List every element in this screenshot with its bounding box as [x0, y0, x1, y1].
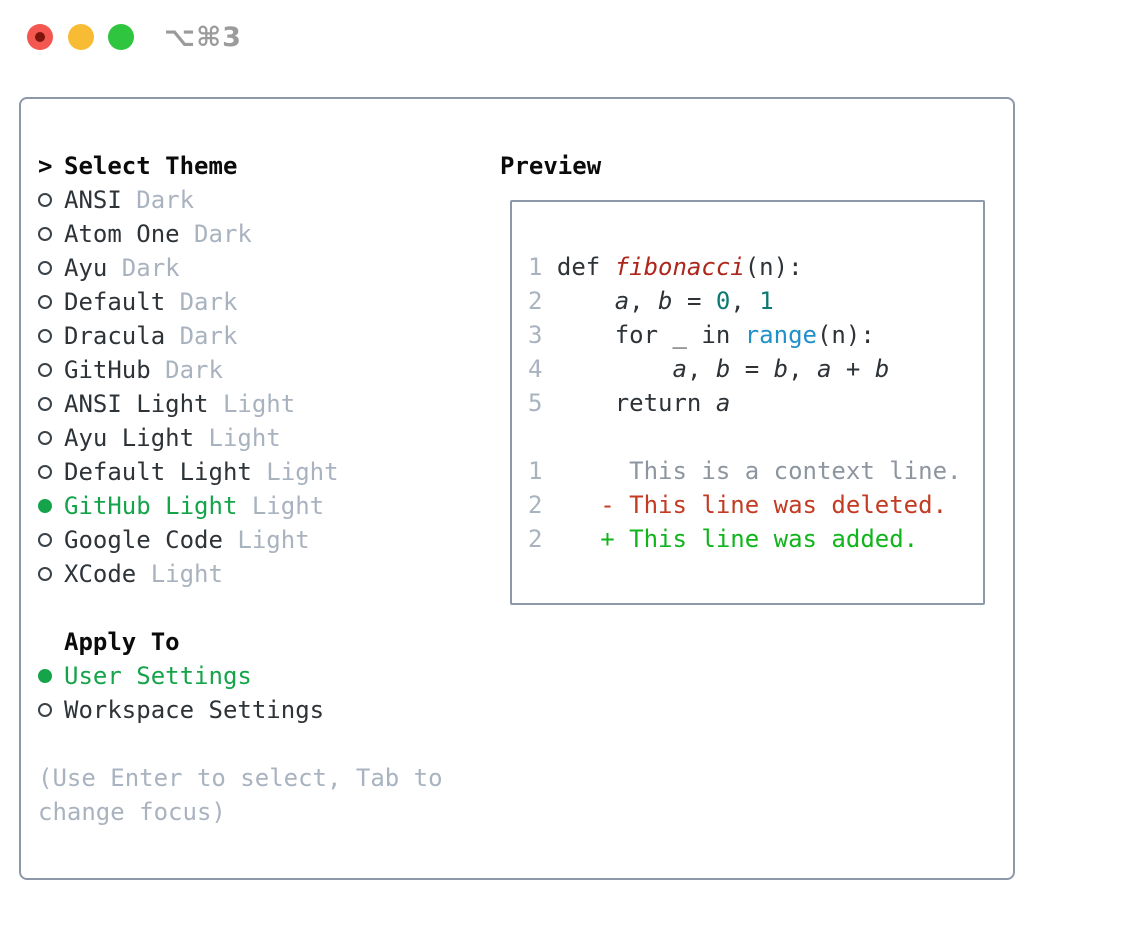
option-label: Default	[64, 288, 166, 316]
radio-unselected-icon	[38, 431, 52, 445]
radio-unselected-icon	[38, 329, 52, 343]
theme-option-default[interactable]: Default Dark	[38, 285, 500, 319]
option-label: ANSI Light	[64, 390, 209, 418]
option-label: User Settings	[64, 662, 252, 690]
option-variant-label: Dark	[107, 254, 180, 282]
option-variant-label: Dark	[150, 356, 223, 384]
option-variant-label: Light	[222, 526, 310, 554]
radio-unselected-icon	[38, 533, 52, 547]
option-variant-label: Dark	[121, 186, 195, 214]
theme-option-atom-one[interactable]: Atom One Dark	[38, 217, 500, 251]
line-number: 2	[528, 525, 543, 553]
code-line: 5 return a	[528, 386, 983, 420]
close-button-icon[interactable]	[27, 24, 53, 50]
theme-option-github-light[interactable]: GitHub Light Light	[38, 489, 500, 523]
option-label: Dracula	[64, 322, 166, 350]
spacer	[38, 727, 500, 761]
maximize-button-icon[interactable]	[108, 24, 134, 50]
option-variant-label: Dark	[165, 322, 238, 350]
theme-option-github[interactable]: GitHub Dark	[38, 353, 500, 387]
line-number: 3	[528, 321, 543, 349]
theme-option-google-code[interactable]: Google Code Light	[38, 523, 500, 557]
radio-unselected-icon	[38, 703, 52, 717]
theme-option-ayu[interactable]: Ayu Dark	[38, 251, 500, 285]
radio-unselected-icon	[38, 193, 52, 207]
radio-unselected-icon	[38, 363, 52, 377]
preview-title: Preview	[500, 152, 602, 180]
option-label: Google Code	[64, 526, 223, 554]
minimize-button-icon[interactable]	[68, 24, 94, 50]
spacer	[38, 591, 500, 625]
theme-option-xcode[interactable]: XCode Light	[38, 557, 500, 591]
option-label: XCode	[64, 560, 137, 588]
line-number: 5	[528, 389, 543, 417]
theme-option-default-light[interactable]: Default Light Light	[38, 455, 500, 489]
hint-text-line2: change focus)	[38, 798, 226, 826]
code-line: 4 a, b = b, a + b	[528, 352, 983, 386]
radio-unselected-icon	[38, 227, 52, 241]
theme-option-ayu-light[interactable]: Ayu Light Light	[38, 421, 500, 455]
radio-unselected-icon	[38, 261, 52, 275]
apply-to-title: Apply To	[64, 628, 180, 656]
line-number: 1	[528, 457, 543, 485]
option-variant-label: Light	[136, 560, 223, 588]
select-theme-title: Select Theme	[64, 152, 238, 180]
line-number: 2	[528, 287, 543, 315]
option-variant-label: Light	[208, 390, 296, 418]
radio-unselected-icon	[38, 397, 52, 411]
option-variant-label: Dark	[165, 288, 238, 316]
option-label: Ayu Light	[64, 424, 195, 452]
code-line: 2 + This line was added.	[528, 522, 983, 556]
line-number: 2	[528, 491, 543, 519]
code-line: 1 This is a context line.	[528, 454, 983, 488]
title-bar: ⌥⌘3	[0, 0, 1140, 74]
code-line: 3 for _ in range(n):	[528, 318, 983, 352]
option-variant-label: Dark	[179, 220, 252, 248]
radio-selected-icon	[38, 669, 52, 683]
radio-selected-icon	[38, 499, 52, 513]
code-line	[528, 420, 983, 454]
line-number: 1	[528, 253, 543, 281]
theme-option-ansi-light[interactable]: ANSI Light Light	[38, 387, 500, 421]
code-line: 2 a, b = 0, 1	[528, 284, 983, 318]
apply-option-user-settings[interactable]: User Settings	[38, 659, 500, 693]
option-variant-label: Light	[251, 458, 339, 486]
option-label: Default Light	[64, 458, 252, 486]
line-number: 4	[528, 355, 543, 383]
radio-unselected-icon	[38, 567, 52, 581]
hint-text-line1: (Use Enter to select, Tab to	[38, 764, 443, 792]
option-label: Atom One	[64, 220, 180, 248]
code-line: 2 - This line was deleted.	[528, 488, 983, 522]
window-title-shortcut: ⌥⌘3	[164, 22, 242, 53]
option-label: GitHub	[64, 356, 151, 384]
option-variant-label: Light	[237, 492, 325, 520]
prompt-icon: >	[38, 152, 53, 180]
option-label: Ayu	[64, 254, 108, 282]
option-label: Workspace Settings	[64, 696, 325, 724]
option-variant-label: Light	[194, 424, 281, 452]
select-theme-header: > Select Theme	[38, 149, 500, 183]
radio-unselected-icon	[38, 465, 52, 479]
radio-unselected-icon	[38, 295, 52, 309]
apply-option-workspace-settings[interactable]: Workspace Settings	[38, 693, 500, 727]
theme-option-dracula[interactable]: Dracula Dark	[38, 319, 500, 353]
option-label: ANSI	[64, 186, 122, 214]
apply-to-header: Apply To	[38, 625, 500, 659]
theme-option-ansi[interactable]: ANSI Dark	[38, 183, 500, 217]
option-label: GitHub Light	[64, 492, 238, 520]
